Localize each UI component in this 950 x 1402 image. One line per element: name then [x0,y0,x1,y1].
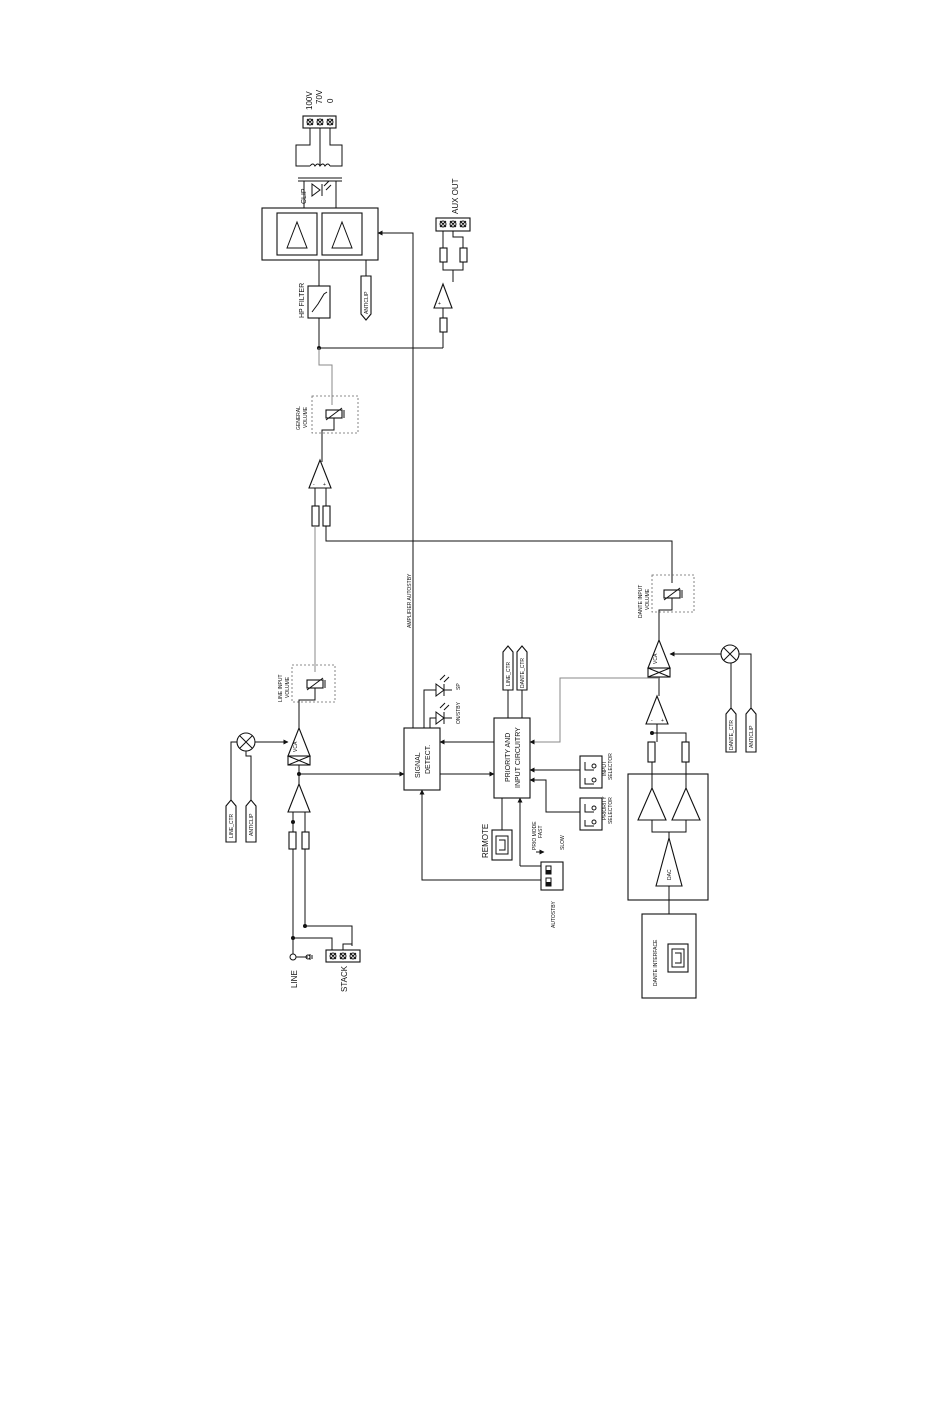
signal-detect-block [403,727,441,791]
line-input-terminal [289,924,353,961]
label-line-input: LINE INPUT [278,674,284,702]
label-dante-interface: DANTE INTERFACE [653,939,659,986]
dante-interface-block [641,913,697,999]
prio-mode-switch [517,797,545,867]
label-fast: FAST [538,825,544,838]
svg-text:-: - [313,482,315,488]
dante-ctr-input-right [725,707,737,753]
label-anticlip-left: ANTICLIP [249,813,255,836]
general-volume-control [311,395,359,462]
svg-text:+: + [438,301,441,307]
line-vca: VCA [287,726,311,790]
stack-terminal [325,943,361,963]
svg-text:+: + [661,718,664,724]
label-dac: DAC [667,869,673,880]
hp-filter [307,260,331,348]
label-line-input-volume: VOLUME [285,676,291,698]
label-on-stby: ON/STBY [456,701,462,724]
label-dante-input-volume: VOLUME [645,588,651,610]
label-dante-input: DANTE INPUT [638,585,644,618]
sp-led [435,674,452,697]
line-input-buffer [287,771,405,954]
label-hp-filter: HP FILTER [299,283,306,318]
label-priority-selector: SELECTOR [608,797,614,824]
label-stack: STACK [340,965,349,992]
dante-buffer-amplifier: - + [645,694,690,774]
label-line-ctr-left: LINE_CTR [229,813,235,838]
label-dante-ctr-mid: DANTE_CTR [520,658,526,688]
label-0: 0 [326,98,335,103]
anticlip-input-left [245,799,257,843]
on-stby-led [435,702,452,725]
label-remote: REMOTE [481,824,490,858]
anticlip-input-right [745,707,757,753]
label-input-selector: SELECTOR [608,753,614,780]
line-ctr-input-left [225,799,237,843]
label-anticlip-top: ANTICLIP [364,291,370,314]
label-priority: PRIORITY AND [505,733,512,782]
label-aux-out: AUX OUT [451,178,460,214]
svg-text:-: - [651,718,653,724]
remote-connector [491,798,513,861]
label-priority-sel: PRIORITY [602,796,608,820]
line-ctr-output-mid [502,645,528,718]
dante-mixer-multiplier [669,644,752,708]
label-autostby: AUTOSTBY [551,900,557,928]
summing-amplifier: - + [308,458,673,672]
label-line: LINE [290,970,299,988]
label-input-circuitry: INPUT CIRCUITRY [515,727,522,788]
label-line-ctr-mid: LINE_CTR [506,661,512,686]
label-detect: DETECT. [425,745,432,774]
line-mixer-multiplier [230,732,289,800]
label-amplifier-autostby: AMPLIFIER AUTOSTBY [407,573,413,628]
label-70v: 70V [315,89,324,104]
label-dante-ctr-right: DANTE_CTR [729,720,735,750]
label-anticlip-right: ANTICLIP [749,725,755,748]
label-signal: SIGNAL [415,752,422,778]
label-sp: SP [456,683,462,690]
speaker-output-terminal [302,115,337,129]
priority-input-block [439,717,531,799]
output-transformer [295,128,343,208]
label-general-volume: VOLUME [303,406,309,428]
svg-text:+: + [323,482,326,488]
anticlip-output-top [360,260,372,321]
input-selector-switch [529,755,603,789]
priority-selector-switch [529,777,603,831]
aux-output-terminal: + [433,217,471,348]
svg-text:VCA: VCA [293,741,299,752]
line-input-volume-control [291,664,336,728]
label-100v: 100V [305,91,314,110]
dante-vca: VCA [647,638,671,696]
autostby-dip-switch [419,789,564,891]
dac-block [627,773,709,914]
dante-input-volume-control [651,574,695,640]
clip-led [311,180,332,197]
label-slow: SLOW [560,835,566,850]
svg-text:VCA: VCA [653,653,659,664]
label-general: GENERAL [296,406,302,430]
label-clip: CLIP [301,188,308,204]
label-prio-mode: PRIO MODE [532,821,538,850]
power-amplifier [261,207,379,261]
label-input: INPUT [602,761,608,776]
